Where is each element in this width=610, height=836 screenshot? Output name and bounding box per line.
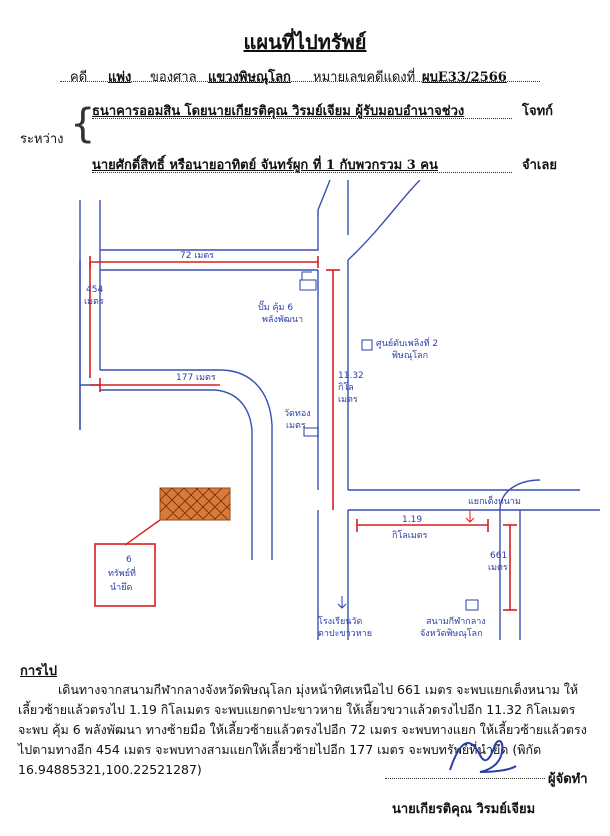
label-661b: เมตร <box>488 563 508 573</box>
case-type: แพ่ง <box>108 70 132 85</box>
signature-scribble <box>449 740 517 773</box>
road-177-upper <box>100 369 273 426</box>
road-top-upper <box>100 180 331 251</box>
case-number-label: หมายเลขคดีแดงที่ <box>313 70 416 85</box>
plaintiff-name: ธนาคารออมสิน โดยนายเกียรติคุณ วิรมย์เจีย… <box>92 104 465 119</box>
case-dotted-line <box>60 81 540 82</box>
route-description: เดินทางจากสนามกีฬากลางจังหวัดพิษณุโลก มุ… <box>18 680 598 780</box>
route-markers <box>89 256 517 611</box>
label-177: 177 เมตร <box>176 373 216 383</box>
court-name: แขวงพิษณุโลก <box>208 70 291 85</box>
label-119a: 1.19 <box>402 515 422 525</box>
pump-icon <box>299 279 317 291</box>
label-pump-a: ปั๊ม คุ้ม 6 <box>258 300 293 313</box>
property-hatch <box>159 487 231 521</box>
case-number: ผบE33/2566 <box>422 70 507 85</box>
road-177-lower <box>100 389 253 431</box>
plaintiff-dotted-line <box>92 118 512 119</box>
signature-role: ผู้จัดทำ <box>548 772 588 787</box>
school-arrow-icon <box>337 596 347 609</box>
label-temple-b: เมตร <box>286 421 306 431</box>
brace: { <box>70 101 96 147</box>
route-heading: การไป <box>20 664 57 679</box>
label-hall-a: สนามกีฬากลาง <box>426 616 486 627</box>
page-title: แผนที่ไปทรัพย์ <box>243 30 367 54</box>
label-72: 72 เมตร <box>180 251 214 261</box>
label-school-a: โรงเรียนวัด <box>318 616 362 627</box>
hall-icon <box>465 599 479 611</box>
label-temple-a: วัดทอง <box>284 409 311 419</box>
road-main-top-right <box>347 180 421 261</box>
defendant-role: จำเลย <box>522 158 557 173</box>
case-line: คดี แพ่ง ของศาล แขวงพิษณุโลก หมายเลขคดีแ… <box>60 66 580 85</box>
label-454a: 454 <box>86 285 103 295</box>
junction-arrow-icon <box>465 510 475 523</box>
fire-station-icon <box>361 339 373 351</box>
label-1132a: 11.32 <box>338 371 364 381</box>
signature-line <box>385 778 545 779</box>
plaintiff-role: โจทก์ <box>522 104 554 119</box>
case-label: คดี <box>70 70 88 85</box>
label-pump-b: พลังพัฒนา <box>262 315 303 325</box>
label-property-a: ทรัพย์ที่ <box>108 566 136 579</box>
temple-icon <box>303 427 319 437</box>
label-junction: แยกเต็งหนาม <box>468 494 521 507</box>
road-east-diag <box>499 479 541 511</box>
defendant-name: นายศักดิ์สิทธิ์ หรือนายอาทิตย์ จันทร์ผูก… <box>92 158 438 173</box>
landmark-icons <box>299 271 479 611</box>
property-callout-box <box>94 543 156 607</box>
label-1132c: เมตร <box>338 395 358 405</box>
signer-name: นายเกียรติคุณ วิรมย์เจียม <box>392 802 536 817</box>
court-label: ของศาล <box>150 70 197 85</box>
label-661a: 661 <box>490 551 507 561</box>
label-119b: กิโลเมตร <box>392 530 428 541</box>
label-property-b: นำยึด <box>110 582 132 593</box>
roads <box>79 180 600 640</box>
route-text: เดินทางจากสนามกีฬากลางจังหวัดพิษณุโลก มุ… <box>18 682 587 777</box>
label-fire-a: ศูนย์ดับเพลิงที่ 2 <box>376 336 438 349</box>
label-454b: เมตร <box>84 297 104 307</box>
pump-flag-icon <box>301 271 312 280</box>
label-hall-b: จังหวัดพิษณุโลก <box>420 628 483 639</box>
defendant-dotted-line <box>92 172 512 173</box>
label-property-num: 6 <box>126 555 132 565</box>
label-1132b: กิโล <box>338 382 354 393</box>
route-map: 72 เมตร 454 เมตร 177 เมตร 11.32 กิโล เมต… <box>79 180 600 640</box>
property-marker <box>94 487 231 607</box>
map-text: 72 เมตร 454 เมตร 177 เมตร 11.32 กิโล เมต… <box>84 251 521 639</box>
property-pointer <box>124 519 161 546</box>
between-label: ระหว่าง <box>20 132 64 147</box>
label-fire-b: พิษณุโลก <box>392 350 428 361</box>
label-school-b: ตาปะขาวหาย <box>318 629 372 639</box>
